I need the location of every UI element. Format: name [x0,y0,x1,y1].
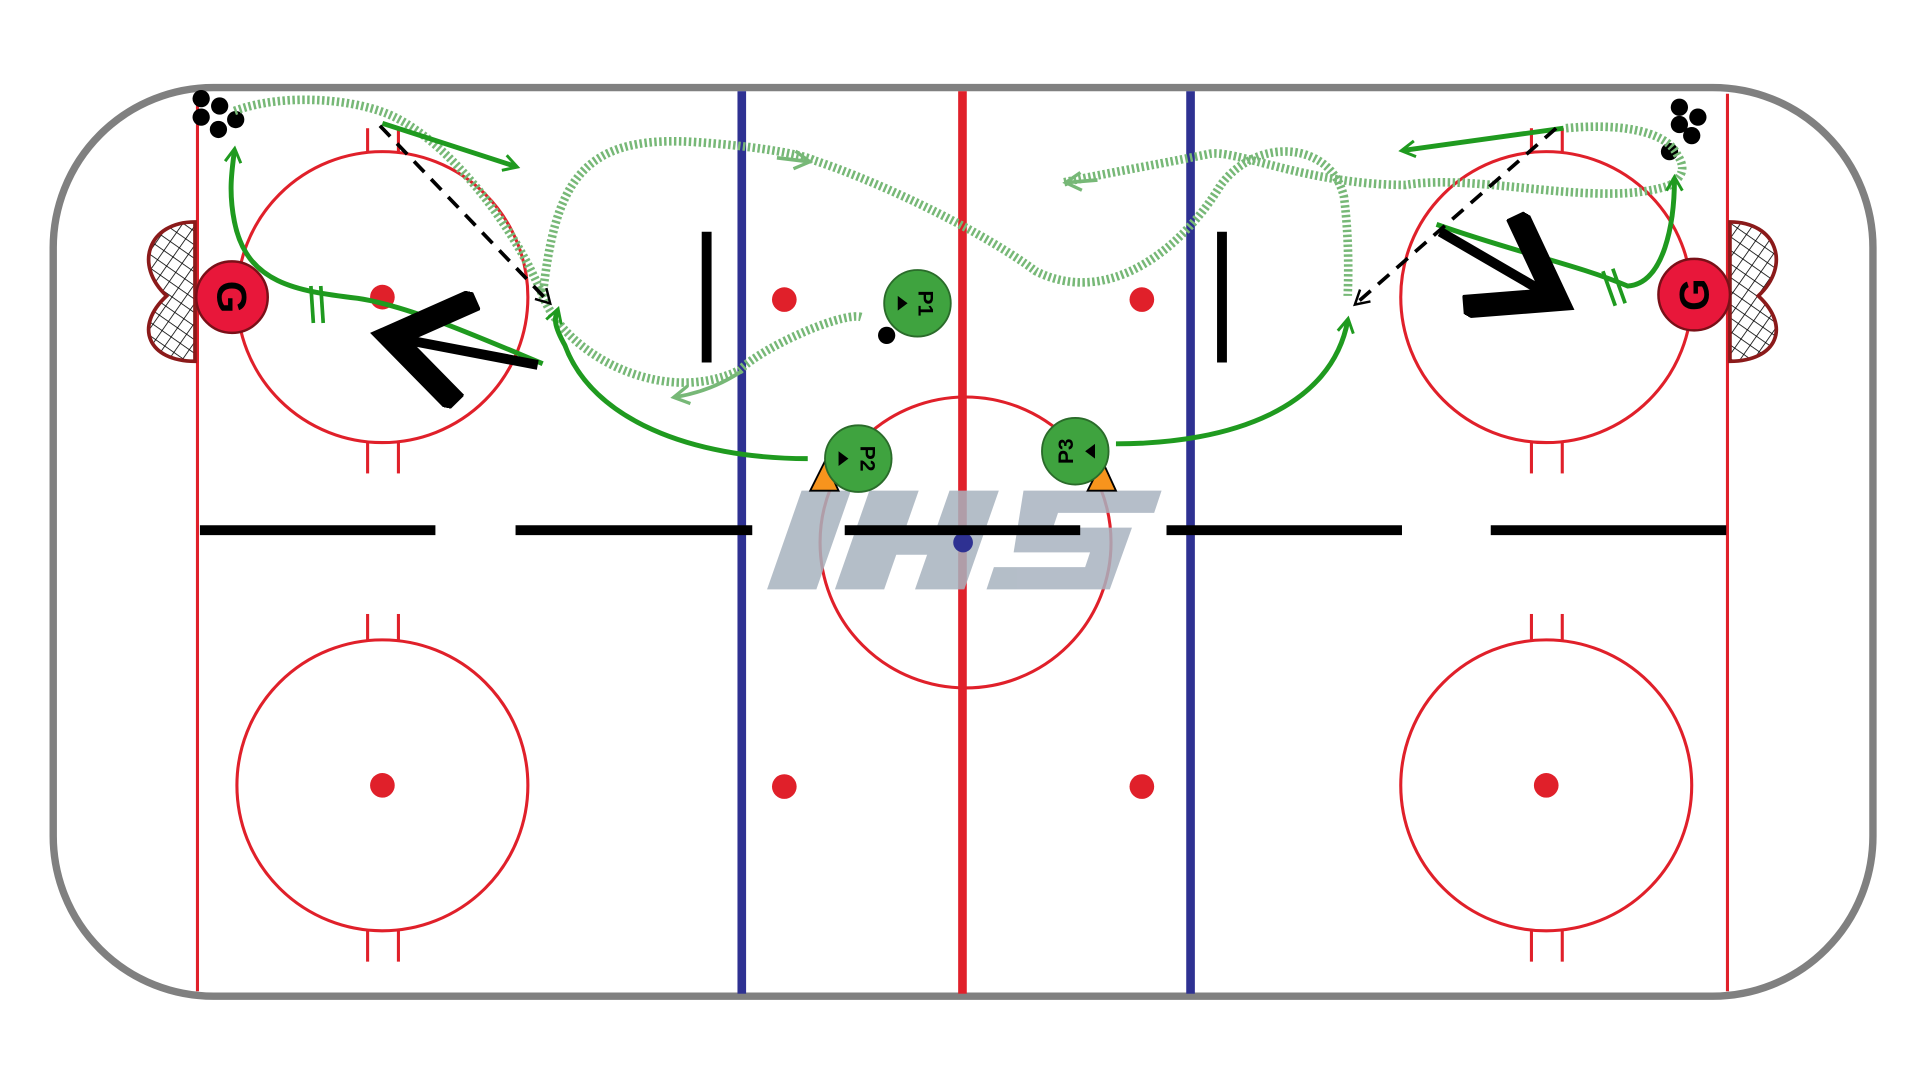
skate-path-left-top [381,120,521,172]
puck-p1 [878,326,896,344]
pass-right [1353,126,1558,307]
pass-left [378,124,552,306]
skate-path-p2 [545,305,808,462]
puck-pile-left [192,90,245,139]
puck-top-arrow [776,149,814,171]
player-p3: P3 [1041,417,1110,486]
puck-return-arrow [670,370,741,406]
divider-bars [199,231,1727,536]
stickhandle-path-top-arc [538,136,1353,297]
goalie-right-label: G [1671,278,1718,311]
faceoff-circle-bottom-left [235,613,530,962]
player-p3-label: P3 [1055,438,1078,464]
net-right [1728,220,1778,364]
shot-right [1437,232,1546,294]
stop-marks [309,268,1627,324]
player-p1: P1 [883,269,952,338]
skate-path-right-top [1398,125,1564,158]
goalie-left: G [194,260,269,335]
skate-path-p3 [1115,315,1355,447]
net-left [146,220,197,364]
center-dot [953,532,973,553]
shot-left [402,339,539,365]
faceoff-circle-bottom-right [1399,613,1694,962]
goalie-right: G [1657,257,1732,332]
puck-right-arrow [1062,171,1098,192]
player-p1-label: P1 [913,290,936,316]
goalie-left-label: G [208,281,255,314]
blue-line-left [737,91,747,994]
blue-line-right [1186,91,1195,994]
puck-pile-right [1660,98,1707,161]
player-p2: P2 [824,424,893,493]
player-p2-label: P2 [855,446,878,472]
